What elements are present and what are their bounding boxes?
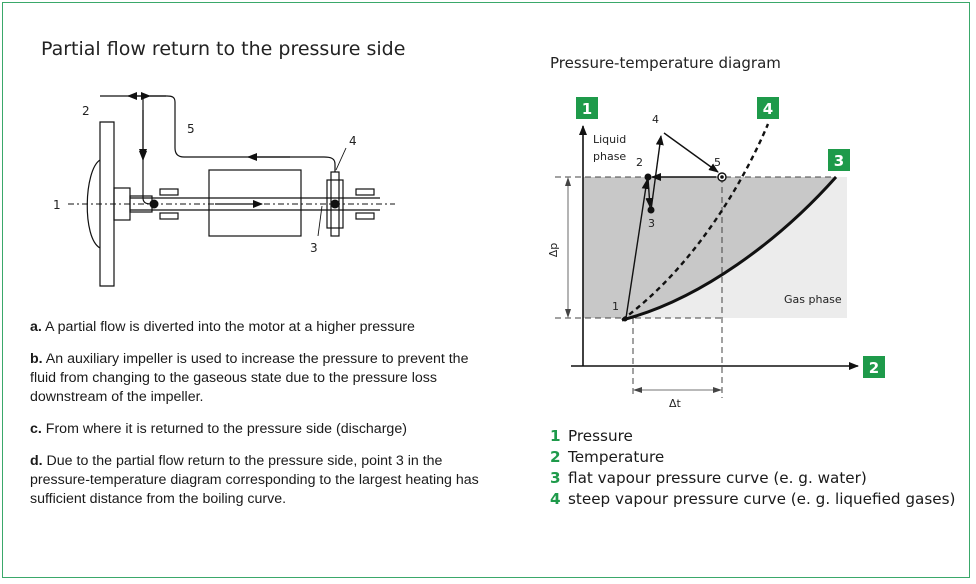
steep-vapour-curve	[621, 123, 770, 321]
pump-label-2: 2	[82, 104, 90, 118]
pump-label-4: 4	[349, 134, 357, 148]
state-point-2	[644, 173, 652, 181]
pump-label-5: 5	[187, 122, 195, 136]
bearing-2-bottom	[355, 212, 375, 220]
note-c: c. From where it is returned to the pres…	[30, 421, 407, 437]
bearing-2-top	[355, 188, 375, 196]
badge-3: 3	[828, 149, 850, 171]
badge-1: 1	[576, 97, 598, 119]
notes-list: a. A partial flow is diverted into the m…	[30, 318, 490, 522]
note-b: b. An auxiliary impeller is used to incr…	[30, 351, 469, 405]
pt-point-label-1: 1	[612, 300, 619, 313]
leader-3	[317, 205, 323, 237]
aux-impeller-outer	[326, 179, 344, 229]
bearing-1-bottom	[159, 212, 179, 220]
flat-vapour-curve	[621, 176, 838, 322]
svg-text:1: 1	[582, 100, 592, 118]
pump-label-1: 1	[53, 198, 61, 212]
bearing-1-top	[159, 188, 179, 196]
partial-flow-return	[150, 95, 336, 172]
gas-phase-label: Gas phase	[784, 293, 842, 306]
pump-diagram-title: Partial flow return to the pressure side	[41, 38, 406, 60]
figure-frame	[2, 2, 970, 578]
state-point-5-dot	[720, 175, 724, 179]
pt-diagram-title: Pressure-temperature diagram	[550, 54, 781, 72]
svg-text:3: 3	[834, 152, 844, 170]
pump-casing	[99, 121, 115, 287]
dp-label: Δp	[547, 243, 560, 258]
pump-schematic	[68, 92, 395, 287]
leader-5	[176, 130, 186, 140]
pt-point-label-3: 3	[648, 217, 655, 230]
return-path-top	[100, 95, 147, 159]
note-d: d. Due to the partial flow return to the…	[30, 453, 479, 507]
leader-4	[335, 147, 347, 171]
svg-text:4: 4	[763, 100, 773, 118]
pt-diagram	[555, 123, 859, 398]
pt-point-label-4: 4	[652, 113, 659, 126]
dt-arrowheads	[633, 387, 722, 393]
dt-label: Δt	[669, 397, 682, 410]
path-4-5	[663, 132, 719, 173]
motor-body	[208, 169, 302, 237]
pt-point-label-2: 2	[636, 156, 643, 169]
pt-point-label-5: 5	[714, 156, 721, 169]
state-point-1	[622, 316, 628, 322]
junction-point-a	[149, 199, 159, 209]
svg-text:2: 2	[869, 359, 879, 377]
state-point-3	[647, 206, 655, 214]
liquid-label-line1: Liquid	[593, 133, 626, 146]
pump-casing-curve	[86, 159, 101, 249]
junction-point-b	[330, 199, 340, 209]
note-a: a. A partial flow is diverted into the m…	[30, 319, 415, 335]
path-2-3	[645, 177, 654, 208]
delta-region	[583, 177, 836, 318]
badge-2: 2	[863, 356, 885, 378]
liquid-label-line2: phase	[593, 150, 626, 163]
badge-4: 4	[757, 97, 779, 119]
path-1-2	[625, 179, 650, 319]
pump-label-3: 3	[310, 241, 318, 255]
